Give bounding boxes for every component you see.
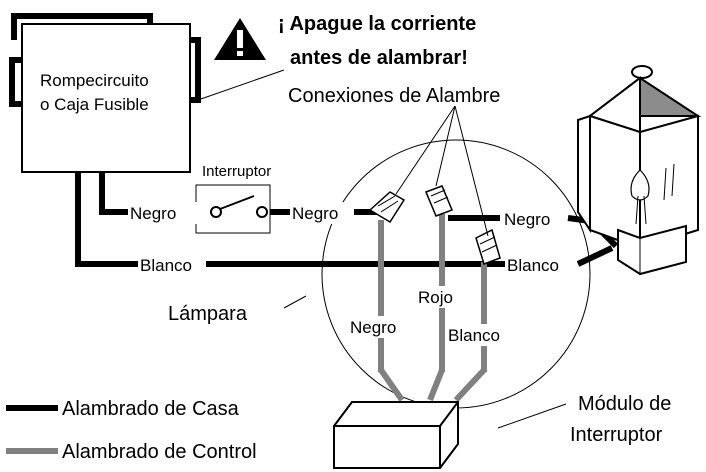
breaker-label-line-1: Rompecircuito bbox=[40, 71, 149, 90]
house-wire-white bbox=[75, 172, 138, 267]
lamp-fixture bbox=[577, 65, 702, 276]
wire-label-negro-control: Negro bbox=[350, 318, 396, 337]
pointer-line-3 bbox=[454, 105, 489, 237]
switch-module-box bbox=[333, 401, 459, 469]
module-label-line-1: Módulo de bbox=[578, 393, 671, 415]
breaker-black-left-wire bbox=[9, 57, 22, 107]
breaker-box bbox=[21, 23, 191, 173]
switch-terminal-right bbox=[256, 206, 268, 218]
pointer-line-module bbox=[497, 403, 567, 429]
warning-line-2: antes de alambrar! bbox=[290, 47, 468, 69]
wire-label-blanco-2: Blanco bbox=[507, 256, 559, 275]
legend-house-label: Alambrado de Casa bbox=[62, 398, 240, 420]
lamp-label: Lámpara bbox=[168, 303, 248, 325]
control-wire-black-bend bbox=[378, 368, 405, 402]
breaker-black-right-wire bbox=[190, 37, 201, 103]
warning-line-1: ¡ Apague la corriente bbox=[278, 13, 476, 35]
pointer-line-1 bbox=[395, 105, 456, 195]
pointer-line-2 bbox=[435, 105, 456, 187]
switch-terminal-left bbox=[210, 206, 222, 218]
pointer-line-lamp bbox=[283, 295, 307, 309]
breaker-black-top-wire bbox=[11, 13, 153, 40]
control-wire-white-bend bbox=[453, 367, 487, 403]
wire-label-negro-3: Negro bbox=[504, 210, 550, 229]
legend-control-label: Alambrado de Control bbox=[62, 441, 257, 463]
house-wire-white-3 bbox=[576, 245, 614, 267]
connections-label: Conexiones de Alambre bbox=[288, 85, 500, 107]
control-wire-red-bend bbox=[427, 368, 445, 402]
house-wire-black-1 bbox=[99, 172, 130, 215]
wire-label-rojo: Rojo bbox=[418, 288, 453, 307]
breaker-label-line-2: o Caja Fusible bbox=[40, 95, 149, 114]
wire-nut-1 bbox=[368, 191, 406, 224]
wire-label-blanco-1: Blanco bbox=[140, 256, 192, 275]
wire-nut-2 bbox=[425, 185, 453, 217]
wire-label-negro-2: Negro bbox=[292, 204, 338, 223]
wire-label-blanco-control: Blanco bbox=[448, 326, 500, 345]
warning-triangle-icon bbox=[214, 18, 266, 60]
pointer-line-warning bbox=[197, 69, 285, 101]
switch-lever bbox=[219, 195, 255, 210]
wire-label-negro-1: Negro bbox=[130, 204, 176, 223]
module-label-line-2: Interruptor bbox=[570, 424, 663, 446]
switch-label: Interruptor bbox=[202, 163, 271, 180]
